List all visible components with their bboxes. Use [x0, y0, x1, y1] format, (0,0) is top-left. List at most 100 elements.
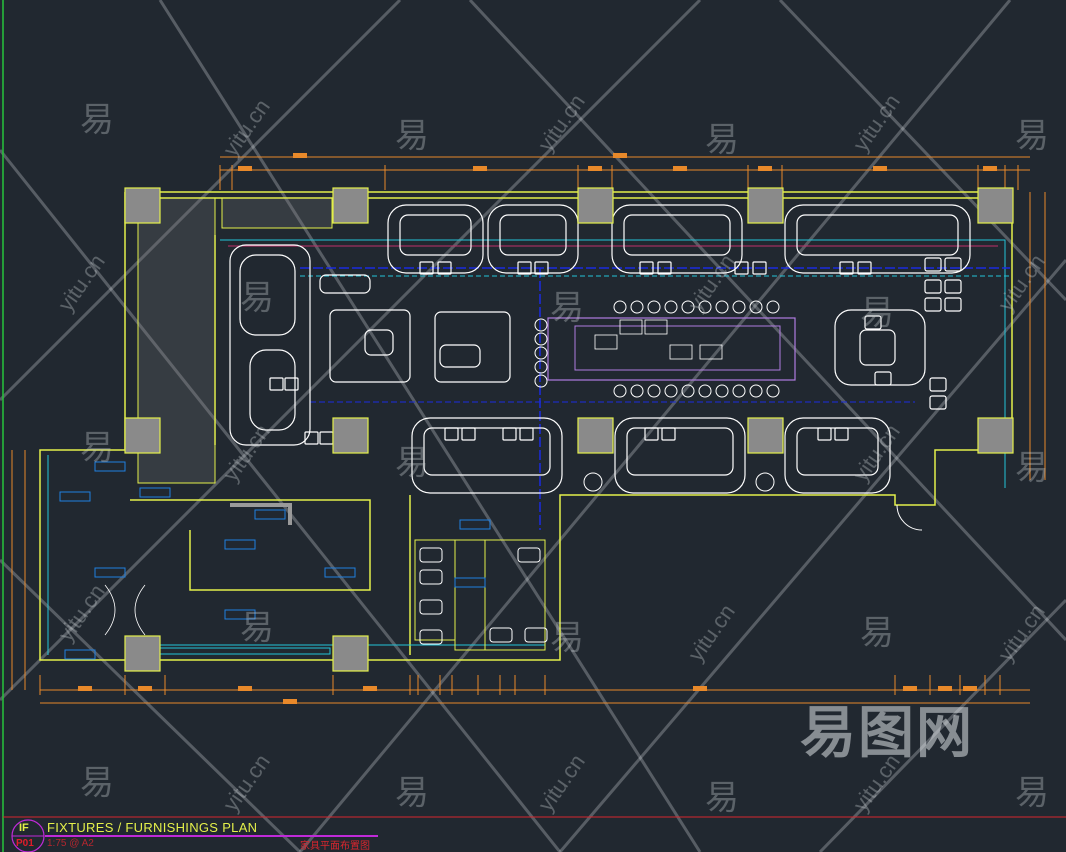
watermark-line — [158, 0, 702, 852]
booth-outline — [487, 204, 579, 274]
chair — [534, 261, 549, 275]
chair — [437, 261, 452, 275]
chair — [657, 261, 672, 275]
bar-stool — [681, 300, 695, 314]
chair — [864, 315, 882, 330]
toilet — [419, 599, 443, 615]
bar-equipment — [669, 344, 693, 360]
booth-seat — [499, 214, 567, 256]
watermark-line — [298, 0, 1012, 852]
bar-stool — [732, 300, 746, 314]
chair — [924, 257, 942, 272]
watermark-line — [468, 0, 1066, 642]
bar-equipment — [699, 344, 723, 360]
bar-stool — [613, 300, 627, 314]
booth-seat — [423, 427, 551, 476]
sofa — [364, 329, 394, 356]
bar-stool — [664, 300, 678, 314]
bar-stool — [630, 300, 644, 314]
chair — [929, 395, 947, 410]
structural-column — [977, 417, 1014, 454]
chair — [269, 377, 284, 391]
bar-stool — [698, 384, 712, 398]
room-tag — [324, 567, 356, 578]
booth-outline — [784, 417, 891, 494]
chair — [752, 261, 767, 275]
structural-column — [577, 417, 614, 454]
booth-seat — [796, 214, 959, 256]
dimension-label — [293, 153, 307, 158]
room-tag — [254, 509, 286, 520]
room-tag — [224, 539, 256, 550]
bar-stool — [698, 300, 712, 314]
bar-stool — [766, 384, 780, 398]
watermark-line — [0, 149, 562, 852]
watermark-line — [0, 0, 402, 402]
chair — [929, 377, 947, 392]
chair — [874, 371, 892, 386]
structural-column — [577, 187, 614, 224]
bar-stool — [647, 384, 661, 398]
bar-stool — [766, 300, 780, 314]
dimension-label — [673, 166, 687, 171]
brand-watermark: 易图网 — [800, 701, 974, 766]
watermark-line — [0, 558, 302, 852]
dimension-label — [138, 686, 152, 691]
chair — [519, 427, 534, 441]
sofa — [434, 311, 511, 383]
dimension-label — [363, 686, 377, 691]
booth-outline — [229, 244, 311, 446]
chair — [734, 261, 749, 275]
dimension-label — [758, 166, 772, 171]
door-swing — [104, 584, 146, 636]
chair — [419, 261, 434, 275]
chair — [517, 261, 532, 275]
dimension-label — [238, 686, 252, 691]
sheet-mark: IF — [19, 822, 29, 834]
booth-outline — [611, 204, 743, 274]
dimension-label — [693, 686, 707, 691]
chair — [644, 427, 659, 441]
bar-counter — [547, 317, 796, 381]
dimension-label — [938, 686, 952, 691]
structural-columns — [124, 187, 1014, 672]
bar-stool — [715, 384, 729, 398]
structural-column — [124, 635, 161, 672]
room-tag — [94, 567, 126, 578]
chair — [924, 297, 942, 312]
chair — [817, 427, 832, 441]
door-swing — [896, 504, 923, 531]
bar-stool — [681, 384, 695, 398]
restroom-partition — [414, 539, 456, 641]
drawing-title-cn: 家具平面布置图 — [300, 841, 370, 852]
chair — [839, 261, 854, 275]
sheet-number: P01 — [16, 838, 34, 849]
booth-outline — [834, 309, 926, 386]
bar-stool — [534, 374, 548, 388]
chair — [639, 261, 654, 275]
watermark-line — [818, 598, 1066, 852]
round-table — [583, 472, 603, 492]
room-tag — [94, 461, 126, 472]
booth-seat — [623, 214, 731, 256]
bar-stool — [534, 360, 548, 374]
room-tag — [64, 649, 96, 660]
chair — [502, 427, 517, 441]
bar-stool — [732, 384, 746, 398]
dimension-label — [238, 166, 252, 171]
chair — [661, 427, 676, 441]
sofa — [439, 344, 481, 368]
interior-wall — [220, 239, 1006, 488]
booth-seat — [399, 214, 472, 256]
room-tag — [459, 519, 491, 530]
structural-column — [747, 417, 784, 454]
bar-stool — [749, 300, 763, 314]
structural-column — [332, 187, 369, 224]
room-tag — [139, 487, 171, 498]
structural-column — [124, 417, 161, 454]
bar-equipment — [594, 334, 618, 350]
toilet — [489, 627, 513, 643]
drawing-title: FIXTURES / FURNISHINGS PLAN — [47, 820, 258, 835]
furniture — [59, 204, 971, 660]
